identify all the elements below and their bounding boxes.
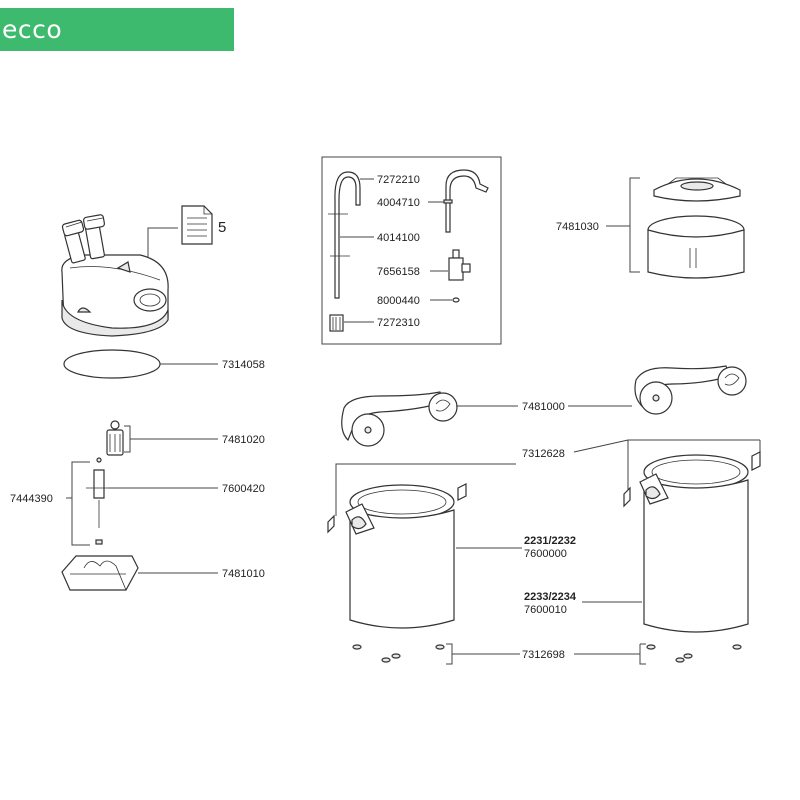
label-7314058: 7314058 bbox=[222, 359, 265, 371]
outlet-tube bbox=[443, 169, 489, 233]
document-icon bbox=[181, 205, 213, 245]
model-a-part-label: 7600000 bbox=[524, 548, 567, 560]
brand-banner: ecco bbox=[0, 8, 234, 51]
model-a-label: 2231/2232 bbox=[524, 535, 576, 547]
label-7444390: 7444390 bbox=[10, 493, 53, 505]
label-7481010: 7481010 bbox=[222, 568, 265, 580]
label-4014100: 4014100 bbox=[377, 232, 420, 244]
label-7312628: 7312628 bbox=[522, 448, 565, 460]
bracket-7481010 bbox=[61, 555, 139, 591]
impeller-shaft bbox=[86, 457, 112, 545]
label-7600420: 7600420 bbox=[222, 483, 265, 495]
o-ring-7314058 bbox=[63, 349, 161, 379]
filter-head bbox=[61, 214, 169, 337]
clip-left-7481000 bbox=[341, 391, 458, 447]
air-valve-7656158 bbox=[448, 249, 471, 303]
manual-number-label: 5 bbox=[218, 219, 226, 236]
label-7312698: 7312698 bbox=[522, 649, 565, 661]
label-7656158: 7656158 bbox=[377, 266, 420, 278]
label-7272310: 7272310 bbox=[377, 317, 420, 329]
feet-right bbox=[646, 644, 742, 663]
lid-7481030 bbox=[653, 177, 741, 202]
canister-right bbox=[623, 451, 761, 633]
basket-7481030 bbox=[647, 215, 745, 279]
model-b-part-label: 7600010 bbox=[524, 604, 567, 616]
label-7272210: 7272210 bbox=[377, 174, 420, 186]
feet-left bbox=[352, 644, 445, 663]
hose-parts-box bbox=[321, 156, 502, 345]
brand-name: ecco bbox=[2, 15, 63, 44]
model-b-label: 2233/2234 bbox=[524, 591, 577, 603]
clip-right-7481000 bbox=[634, 365, 747, 415]
impeller-7481020 bbox=[106, 420, 124, 456]
intake-tube bbox=[328, 171, 361, 332]
label-7481000: 7481000 bbox=[522, 401, 565, 413]
label-7481030: 7481030 bbox=[556, 221, 599, 233]
canister-left bbox=[327, 483, 467, 629]
label-7481020: 7481020 bbox=[222, 434, 265, 446]
label-4004710: 4004710 bbox=[377, 197, 420, 209]
label-8000440: 8000440 bbox=[377, 295, 420, 307]
